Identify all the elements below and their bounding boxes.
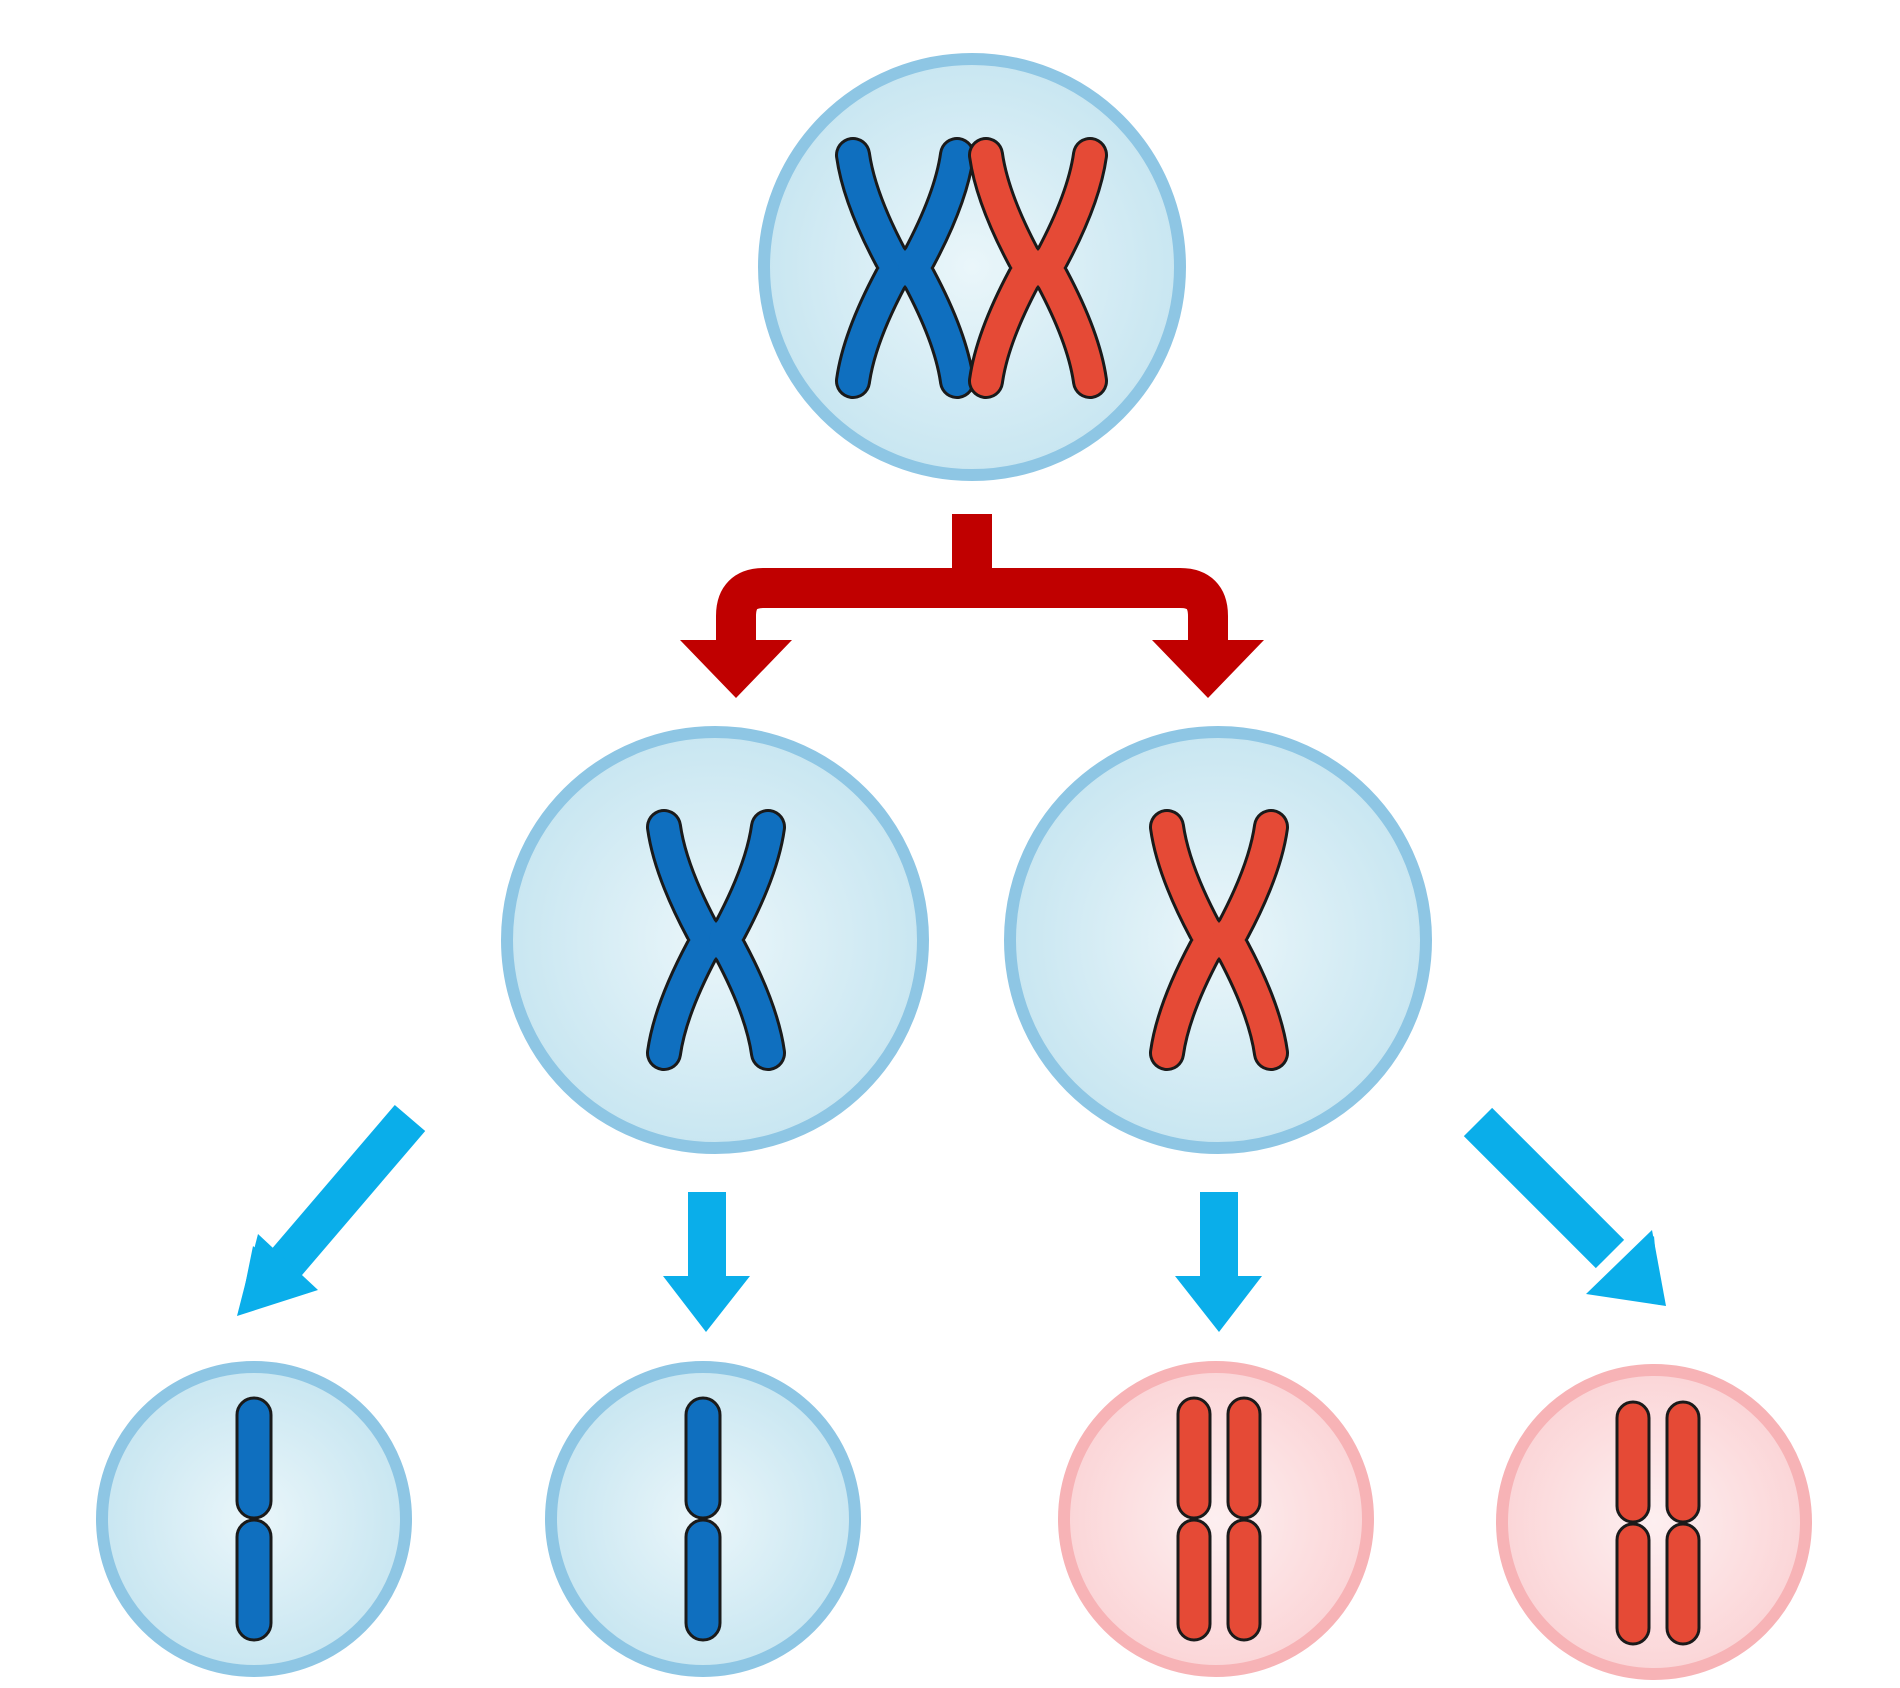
red-arrowhead-left xyxy=(680,640,792,698)
x-chromosome-red xyxy=(986,155,1090,381)
blue-arrow-2 xyxy=(663,1192,750,1332)
red-branch-arrow xyxy=(680,514,1264,698)
granddaughter-cell-4 xyxy=(1496,1364,1812,1680)
single-chromosome-blue xyxy=(235,1396,273,1642)
x-chromosome-blue xyxy=(853,155,957,381)
blue-arrow-1 xyxy=(237,1105,426,1316)
blue-arrow-4 xyxy=(1463,1107,1666,1306)
red-arrowhead-right xyxy=(1152,640,1264,698)
blue-arrow-3 xyxy=(1175,1192,1262,1332)
daughter-cell-right xyxy=(1004,726,1432,1154)
double-chromosome-red xyxy=(1176,1396,1262,1642)
granddaughter-cell-1 xyxy=(96,1361,412,1677)
x-chromosome-red xyxy=(1167,827,1271,1053)
daughter-cell-left xyxy=(501,726,929,1154)
parent-cell xyxy=(758,53,1186,481)
granddaughter-cell-2 xyxy=(545,1361,861,1677)
x-chromosome-blue xyxy=(664,827,768,1053)
granddaughter-cell-3 xyxy=(1058,1361,1374,1677)
single-chromosome-blue xyxy=(684,1396,722,1642)
double-chromosome-red xyxy=(1615,1400,1701,1646)
